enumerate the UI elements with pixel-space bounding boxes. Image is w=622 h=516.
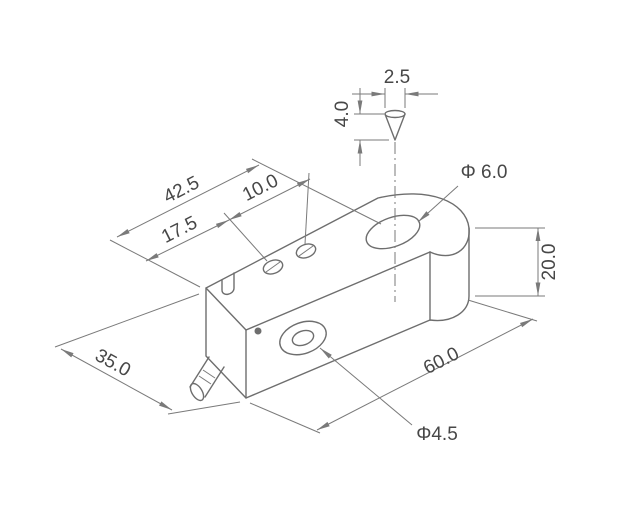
part-body (189, 109, 470, 402)
dim-label-phi-6-0: Φ 6.0 (461, 162, 508, 183)
left-end-notch (221, 272, 235, 295)
cable-gland (189, 356, 225, 402)
dim-label-42-5: 42.5 (160, 172, 202, 207)
dim-label-35-0: 35.0 (91, 345, 134, 381)
dim-label-2-5: 2.5 (384, 67, 410, 88)
indicator-dot (254, 327, 262, 335)
front-top-edge (245, 251, 431, 331)
sensing-tip-cone (384, 109, 406, 141)
dim-label-20-0: 20.0 (539, 244, 560, 281)
dimension-front-hole-diameter: Φ4.5 (319, 347, 458, 445)
dim-label-phi-4-5: Φ4.5 (416, 424, 458, 445)
top-hole (365, 214, 421, 250)
cap-front-top-curve (429, 227, 470, 257)
dim-label-17-5: 17.5 (158, 212, 200, 247)
dimension-top-hole-diameter: Φ 6.0 (417, 162, 508, 223)
small-top-holes (262, 243, 317, 275)
dim-label-10-0: 10.0 (239, 170, 281, 205)
dim-label-4-0: 4.0 (332, 101, 353, 127)
left-end-top-edge (205, 287, 247, 331)
dim-label-60-0: 60.0 (420, 343, 462, 379)
dimension-tip-height: 4.0 (332, 88, 389, 166)
dimension-height: 20.0 (475, 227, 560, 297)
dimension-tip-width: 2.5 (352, 67, 438, 108)
